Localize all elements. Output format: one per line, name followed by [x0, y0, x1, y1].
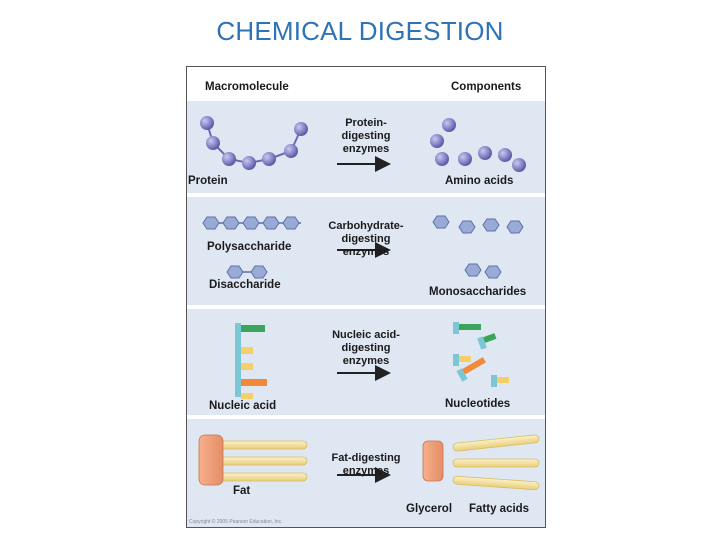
enzyme-fat: Fat-digesting enzymes: [321, 452, 411, 478]
enzyme-nucleic-line2: digesting: [341, 342, 391, 354]
label-glycerol: Glycerol: [406, 503, 453, 515]
enzyme-carbohydrate-line1: Carbohydrate-: [328, 220, 404, 232]
header-macromolecule: Macromolecule: [205, 81, 289, 93]
enzyme-carbohydrate-line3: enzymes: [342, 246, 390, 258]
enzyme-nucleic: Nucleic acid- digesting enzymes: [321, 329, 411, 368]
polysaccharide-chain: [202, 216, 301, 230]
enzyme-protein-line3: enzymes: [342, 143, 390, 155]
enzyme-protein-line1: Protein-: [345, 117, 387, 129]
glycerol-and-fatty-acids: [422, 434, 540, 491]
figure-artwork: [198, 116, 540, 491]
enzyme-protein: Protein- digesting enzymes: [325, 117, 407, 156]
enzyme-fat-line2: enzymes: [342, 465, 390, 477]
disaccharide: [226, 265, 268, 279]
copyright-notice: Copyright © 2005 Pearson Education, Inc.: [189, 519, 283, 525]
enzyme-nucleic-line1: Nucleic acid-: [332, 329, 400, 341]
slide-title: CHEMICAL DIGESTION: [216, 16, 504, 46]
digestion-figure: Macromolecule Components Protein Protein…: [186, 66, 546, 528]
label-nucleic-acid: Nucleic acid: [209, 400, 277, 412]
label-fatty-acids: Fatty acids: [469, 503, 530, 515]
enzyme-fat-line1: Fat-digesting: [331, 452, 401, 464]
label-fat: Fat: [233, 485, 251, 497]
amino-acids: [430, 118, 526, 172]
label-monosaccharides: Monosaccharides: [429, 286, 527, 298]
label-nucleotides: Nucleotides: [445, 398, 511, 410]
enzyme-protein-line2: digesting: [341, 130, 391, 142]
label-amino-acids: Amino acids: [445, 175, 514, 187]
enzyme-nucleic-line3: enzymes: [342, 355, 390, 367]
header-band: [187, 67, 545, 101]
label-protein: Protein: [188, 175, 228, 187]
nucleic-acid-strand: [235, 323, 267, 399]
protein-chain: [200, 116, 308, 170]
monosaccharides: [432, 215, 524, 279]
fat-molecule: [198, 434, 308, 486]
enzyme-carbohydrate: Carbohydrate- digesting enzymes: [317, 220, 415, 259]
label-disaccharide: Disaccharide: [209, 279, 281, 291]
nucleotides: [453, 322, 509, 387]
enzyme-carbohydrate-line2: digesting: [341, 233, 391, 245]
label-polysaccharide: Polysaccharide: [207, 241, 292, 253]
header-components: Components: [451, 81, 522, 93]
